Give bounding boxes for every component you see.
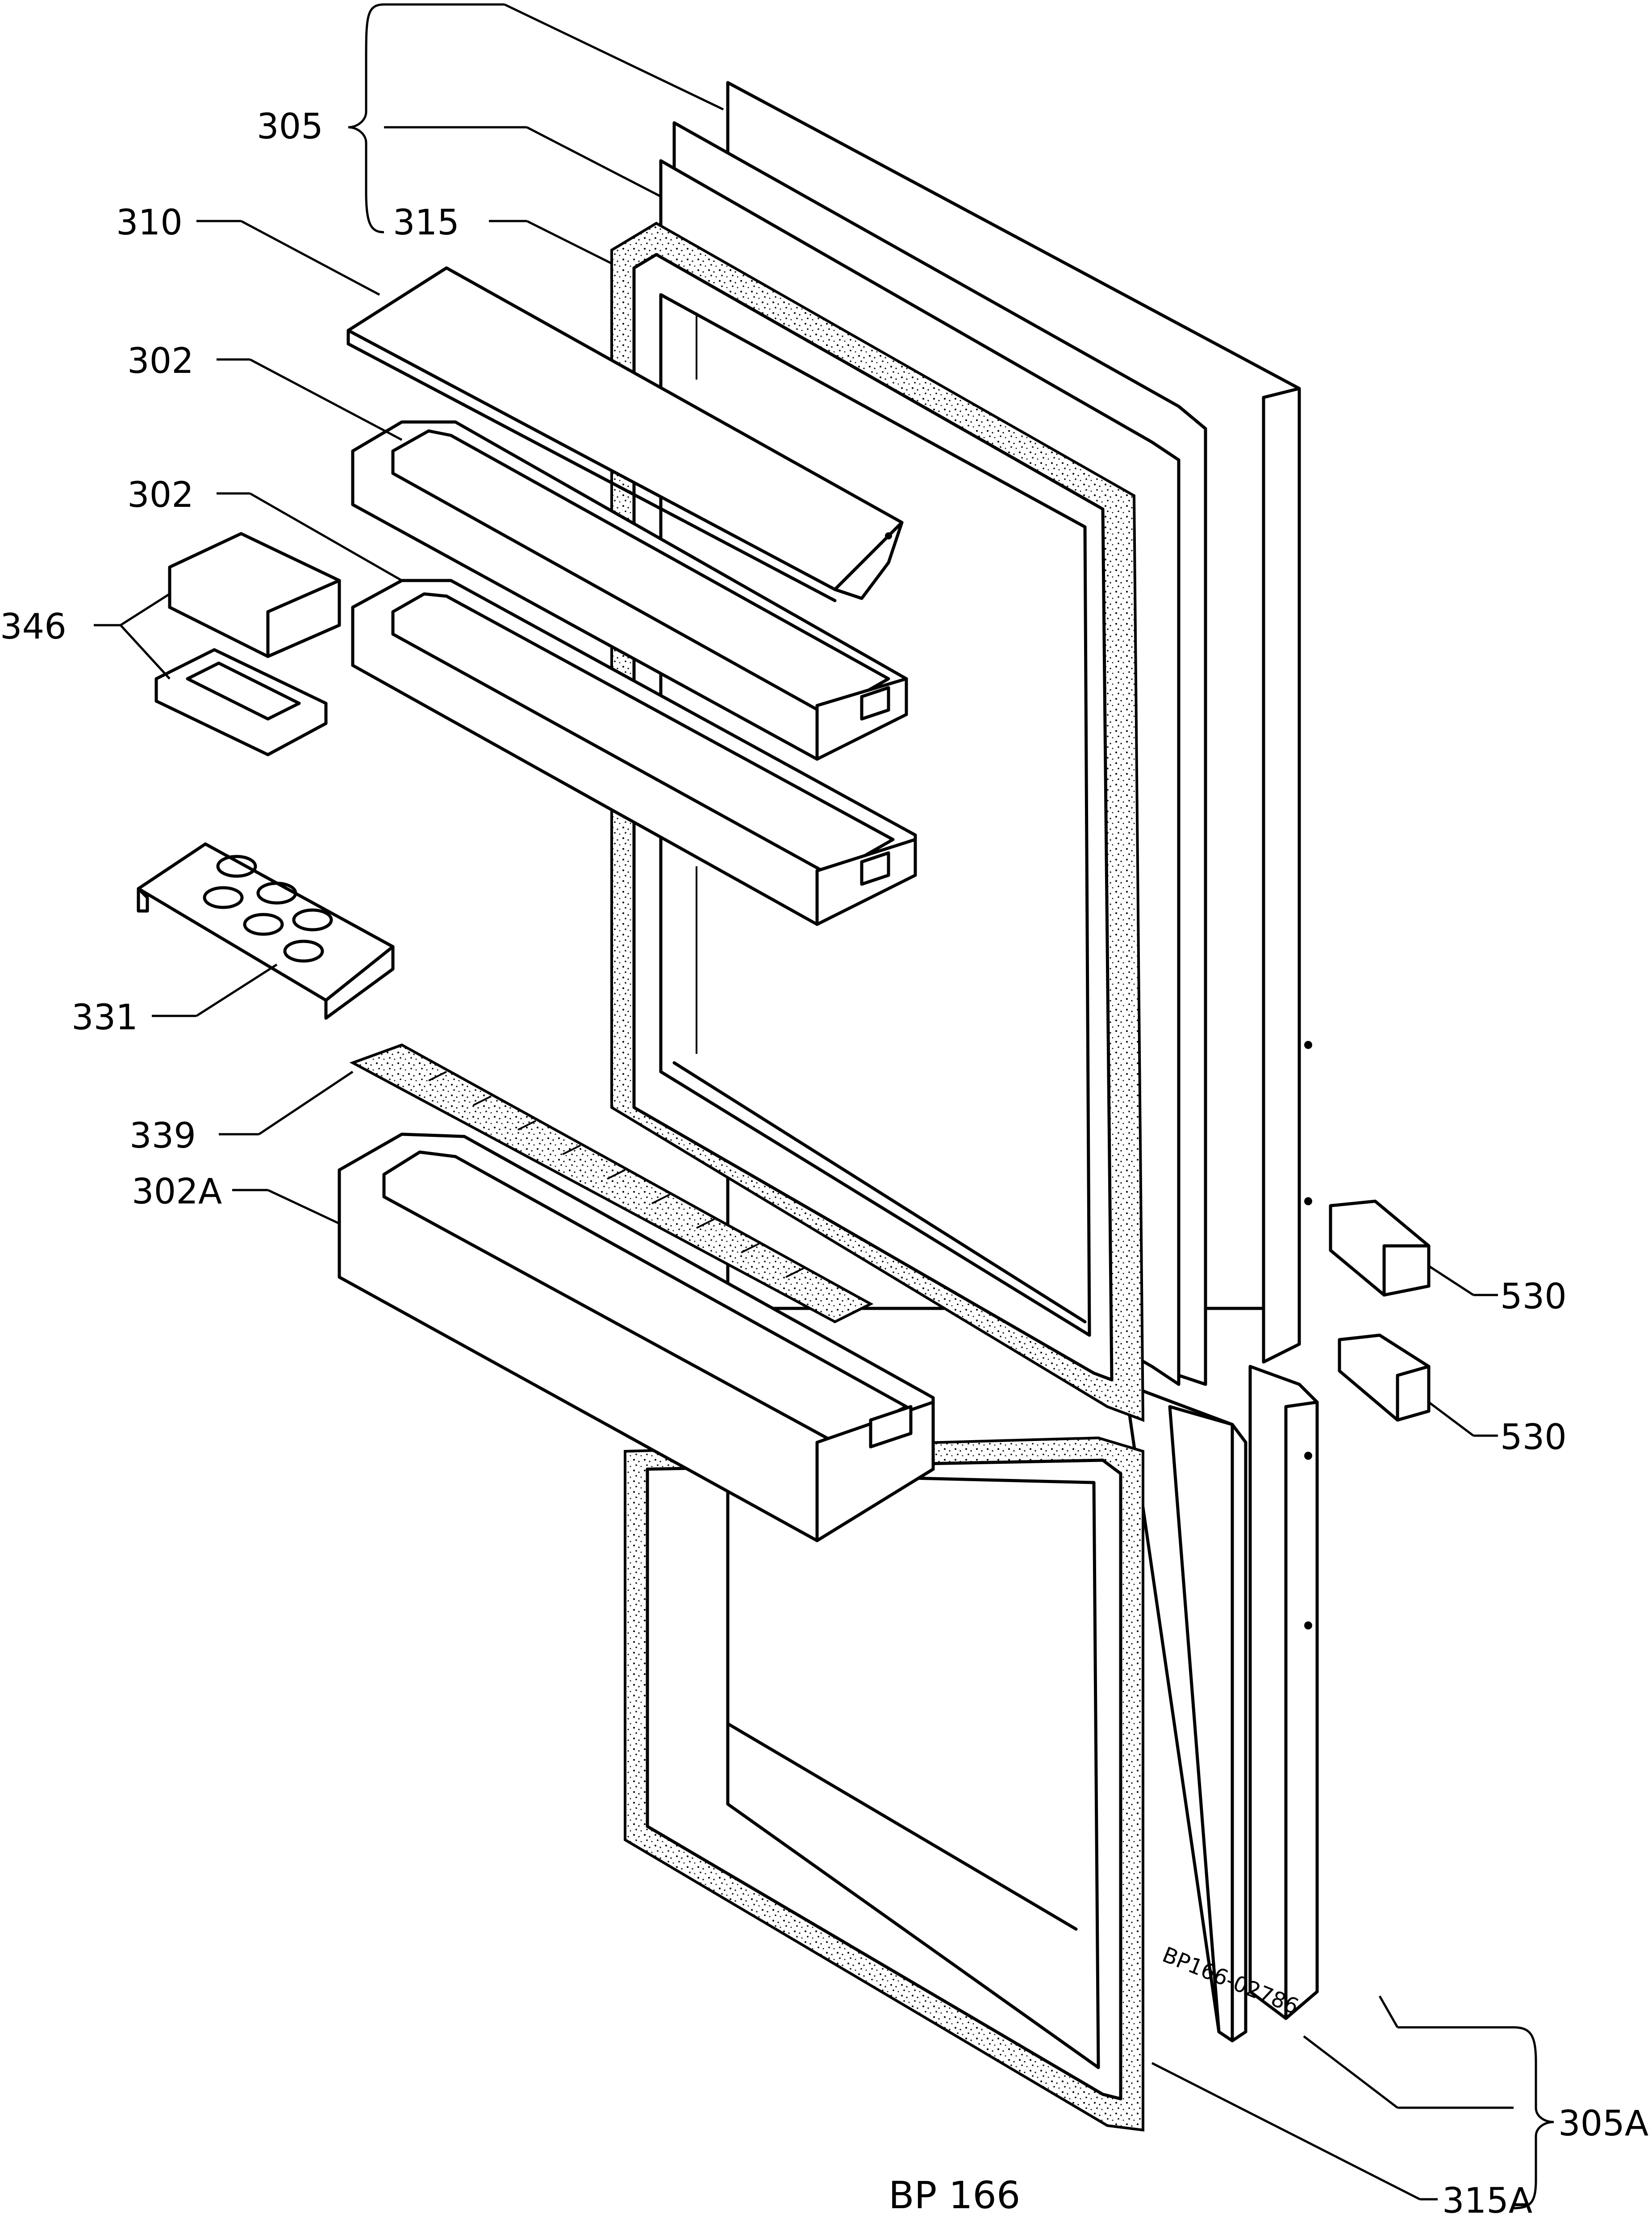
callout-302-top: 302 <box>127 341 194 381</box>
callout-310: 310 <box>116 203 183 243</box>
part-530-hinge-cover-bottom <box>1338 1333 1431 1422</box>
callout-305: 305 <box>257 107 323 147</box>
callout-346: 346 <box>0 607 67 647</box>
part-346-butter-dish <box>154 532 341 756</box>
callout-530-bottom: 530 <box>1500 1417 1567 1458</box>
model-label: BP 166 <box>889 2173 1020 2214</box>
part-530-hinge-cover-top <box>1329 1199 1431 1297</box>
callout-331: 331 <box>71 998 138 1038</box>
callout-530-top: 530 <box>1500 1277 1567 1317</box>
part-302a-bottom-door-bin <box>338 1132 935 1542</box>
lower-door-gasket <box>624 1436 1144 2132</box>
callout-315: 315 <box>393 203 459 243</box>
callout-315a: 315A <box>1442 2181 1532 2214</box>
part-331-egg-rack <box>137 842 395 1020</box>
callout-302-middle: 302 <box>127 475 194 515</box>
callout-305a: 305A <box>1558 2104 1648 2144</box>
part-302-middle-door-bin <box>351 579 917 926</box>
part-310-shelf-cover <box>346 266 904 602</box>
leader-lines <box>94 3 1554 2210</box>
part-339-bottle-retainer <box>349 1043 874 1324</box>
callout-302a: 302A <box>132 1172 222 1212</box>
part-302-upper-door-bin <box>351 420 908 761</box>
callout-339: 339 <box>129 1116 196 1156</box>
